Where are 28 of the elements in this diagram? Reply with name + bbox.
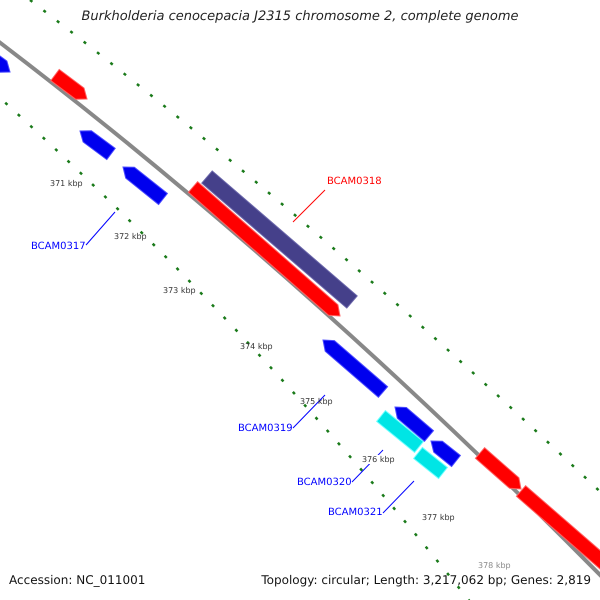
leader-line bbox=[292, 394, 326, 428]
gene-label: BCAM0317 bbox=[31, 241, 86, 252]
gene-block bbox=[430, 440, 462, 468]
leader-line bbox=[382, 480, 414, 514]
tick-label: 372 kbp bbox=[114, 232, 147, 242]
gene-label: BCAM0321 bbox=[328, 507, 383, 518]
leader-line bbox=[86, 212, 116, 246]
gene-label: BCAM0319 bbox=[238, 423, 293, 434]
tick-label: 376 kbp bbox=[362, 455, 395, 464]
gene-block bbox=[50, 68, 88, 100]
footer-text: Topology: circular; Length: 3,217,062 bp; Genes: 2,819 bbox=[261, 574, 591, 588]
gene-block bbox=[322, 339, 388, 398]
gene-label: BCAM0318 bbox=[327, 176, 382, 188]
tick-label: 374 kbp bbox=[240, 342, 273, 352]
leader-line bbox=[292, 190, 326, 222]
gene-block bbox=[79, 130, 116, 160]
gene-block bbox=[122, 166, 168, 206]
tick-label: 373 kbp bbox=[163, 286, 196, 296]
title: Burkholderia cenocepacia J2315 chromosome 2, complete genome bbox=[80, 10, 520, 25]
gene-block bbox=[474, 447, 522, 490]
footer-text: Accession: NC_011001 bbox=[9, 574, 146, 588]
gene-block bbox=[376, 410, 424, 454]
tick-label: 371 kbp bbox=[50, 179, 83, 188]
gene-label: BCAM0320 bbox=[297, 477, 352, 488]
gene-block bbox=[394, 406, 434, 442]
gene-block bbox=[412, 446, 448, 480]
tick-label: 375 kbp bbox=[300, 397, 333, 406]
tick-label: 377 kbp bbox=[422, 513, 455, 522]
